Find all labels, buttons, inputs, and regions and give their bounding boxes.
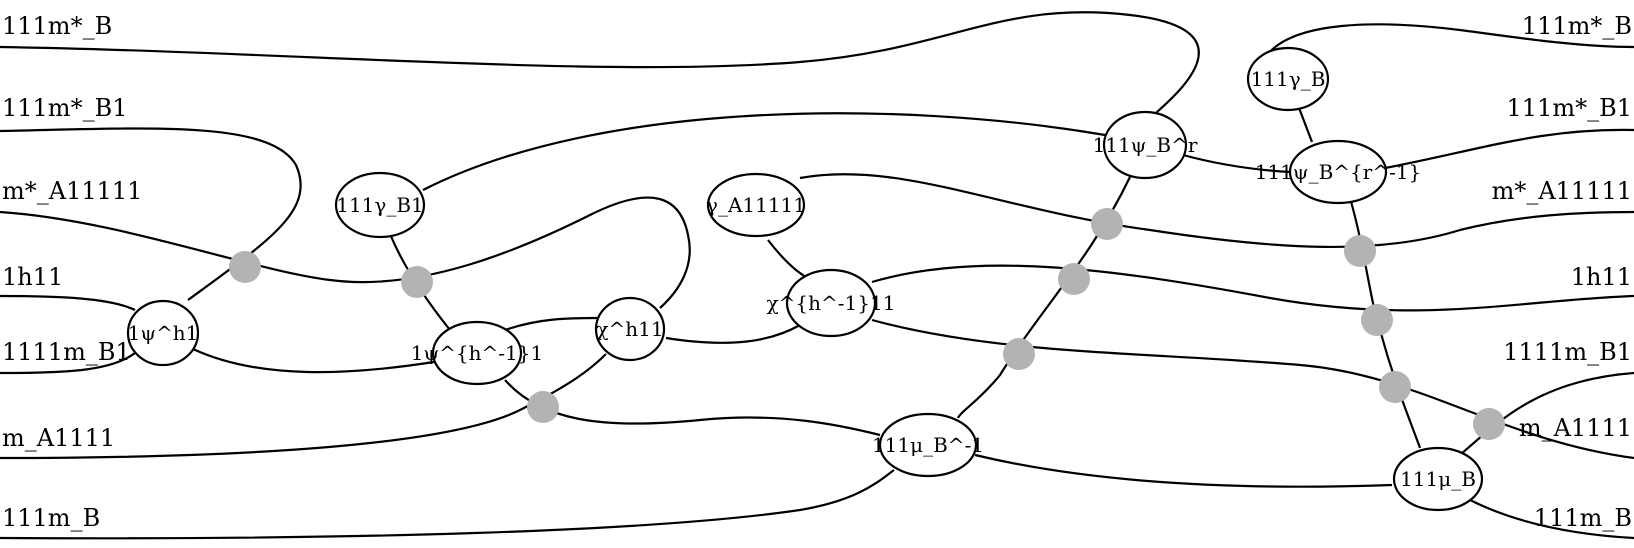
node-chihinv11 [785, 268, 877, 338]
node-label: γ_A11111 [706, 193, 806, 217]
node-111muBinv [878, 412, 978, 478]
left-label: 1h11 [2, 263, 63, 291]
wire-111mBstar-right [1264, 23, 1634, 59]
node-111psiBr [1102, 110, 1188, 180]
left-label: m*_A11111 [2, 177, 142, 205]
wire-gammaB1-psiBr [422, 112, 1106, 191]
left-label: 111m*_B1 [2, 94, 127, 122]
crossings [229, 208, 1505, 440]
node-label: 111μ_B [1400, 467, 1476, 491]
wire-111mB-left [0, 469, 895, 540]
node-label: 1ψ^h1 [128, 321, 199, 345]
right-label: 111m*_B [1522, 12, 1632, 40]
node-label: χ^{h^-1}11 [767, 291, 896, 315]
right-label: m*_A11111 [1492, 177, 1632, 205]
crossing-marker [1003, 338, 1035, 370]
left-label: m_A1111 [2, 424, 115, 452]
wire-mAstar11111 [0, 196, 691, 309]
crossing-marker [1361, 304, 1393, 336]
node-label: 111γ_B1 [336, 193, 424, 217]
crossing-marker [1058, 263, 1090, 295]
node-gammaA11111 [706, 172, 806, 238]
wire-psiBr-psiBrinv [1182, 153, 1291, 174]
right-label: 1h11 [1571, 263, 1632, 291]
node-labels: 1ψ^h1 111γ_B1 1ψ^{h^-1}1 χ^h11 γ_A11111 … [128, 67, 1476, 491]
node-111psiBrinv [1288, 139, 1388, 205]
wire-chihinv-mA1111-right [871, 318, 1634, 460]
crossing-marker [527, 391, 559, 423]
right-label: 1111m_B1 [1503, 338, 1632, 366]
node-label: 111ψ_B^r [1093, 133, 1198, 157]
wire-chih-chihinv [665, 324, 801, 344]
wire-muBinv-muB [974, 453, 1393, 488]
wire-1h11-left [0, 294, 136, 311]
wire-mA1111-left [0, 353, 607, 460]
left-label: 111m*_B [2, 12, 112, 40]
crossing-marker [1473, 408, 1505, 440]
wire-psihinv-chih [504, 316, 599, 332]
right-label: m_A1111 [1519, 414, 1632, 442]
wire-psih-psihinv [192, 348, 435, 374]
nodes [126, 46, 1484, 512]
wire-111mBstar [0, 11, 1200, 121]
wire-111mBstar1-right [1384, 128, 1634, 170]
node-111gammaB [1246, 46, 1330, 112]
node-label: 111μ_B^-1 [872, 433, 984, 457]
node-1psihinv1 [431, 320, 523, 386]
wire-gammaA-chihinv [767, 239, 813, 282]
left-label: 1111m_B1 [2, 338, 131, 366]
wire-1h11-right [871, 264, 1634, 312]
node-label: 1ψ^{h^-1}1 [411, 341, 543, 365]
wire-111mBstar1-left [0, 127, 302, 301]
node-label: 111ψ_B^{r^-1} [1255, 160, 1422, 184]
crossing-marker [1379, 371, 1411, 403]
crossing-marker [401, 266, 433, 298]
wire-1111mB1-right [1459, 371, 1634, 456]
node-label: 111γ_B [1251, 67, 1326, 91]
node-1psih1 [126, 299, 200, 367]
wires [0, 11, 1634, 540]
node-111gammaB1 [334, 171, 426, 239]
node-111muB [1392, 446, 1484, 512]
left-labels: 111m*_B 111m*_B1 m*_A11111 1h11 1111m_B1… [2, 12, 142, 532]
node-chih11 [594, 296, 666, 362]
wire-gammaA-right [799, 173, 1634, 248]
crossing-marker [1091, 208, 1123, 240]
right-label: 111m*_B1 [1507, 94, 1632, 122]
right-labels: 111m*_B 111m*_B1 m*_A11111 1h11 1111m_B1… [1492, 12, 1632, 532]
wire-1111mB1-left [0, 352, 136, 375]
crossing-marker [1344, 235, 1376, 267]
right-label: 111m_B [1534, 504, 1632, 532]
node-label: χ^h11 [596, 317, 663, 341]
crossing-marker [229, 251, 261, 283]
left-label: 111m_B [2, 504, 100, 532]
wire-111mB-right [1469, 499, 1634, 540]
